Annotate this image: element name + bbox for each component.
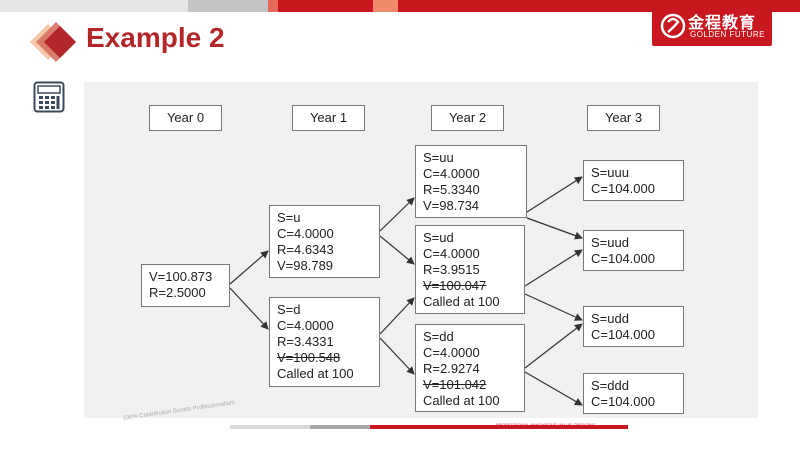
edge-d-dd [379, 337, 415, 375]
year-header-1: Year 1 [292, 105, 365, 131]
node-d: S=d C=4.0000 R=3.4331 V=100.548 Called a… [269, 297, 380, 387]
node-u: S=u C=4.0000 R=4.6343 V=98.789 [269, 205, 380, 278]
logo-emblem-icon [660, 13, 686, 39]
edge-dd-udd [524, 323, 583, 369]
node-state: S=uuu [591, 165, 629, 180]
year-header-2: Year 2 [431, 105, 504, 131]
node-root: V=100.873 R=2.5000 [141, 264, 230, 307]
edge-d-ud [379, 297, 415, 335]
footer-bar-red [370, 425, 628, 429]
node-state: S=uu [423, 150, 454, 165]
edge-ud-uud [524, 249, 583, 287]
node-uud: S=uud C=104.000 [583, 230, 684, 271]
node-state: S=ud [423, 230, 454, 245]
node-uu: S=uu C=4.0000 R=5.3340 V=98.734 [415, 145, 527, 218]
node-coupon: C=4.0000 [423, 166, 480, 181]
year-header-3: Year 3 [587, 105, 660, 131]
edge-root-d [229, 287, 269, 330]
title-diamond-icon [30, 22, 76, 62]
edge-dd-ddd [524, 371, 583, 406]
node-coupon: C=4.0000 [277, 318, 334, 333]
node-uuu: S=uuu C=104.000 [583, 160, 684, 201]
node-value: V=98.789 [277, 258, 334, 273]
node-state: S=udd [591, 311, 629, 326]
footer-tagline: PROFESSIONAL·INNOVATIVE·VALUE CREATING [496, 422, 596, 427]
node-coupon: C=4.0000 [277, 226, 334, 241]
node-state: S=ddd [591, 378, 629, 393]
edge-uu-uuu [526, 176, 583, 213]
page-title: Example 2 [86, 22, 225, 53]
calculator-icon [33, 81, 65, 113]
node-coupon: C=4.0000 [423, 345, 480, 360]
node-rate: R=3.9515 [423, 262, 480, 277]
logo-chinese-text: 金程教育 [688, 15, 757, 32]
logo-english-text: GOLDEN FUTURE [690, 30, 765, 39]
node-coupon: C=104.000 [591, 251, 655, 266]
edge-ud-udd [524, 293, 583, 321]
edge-u-ud [379, 235, 415, 265]
node-state: S=d [277, 302, 301, 317]
node-ud: S=ud C=4.0000 R=3.9515 V=100.047 Called … [415, 225, 525, 314]
node-rate: R=2.9274 [423, 361, 480, 376]
node-coupon: C=104.000 [591, 327, 655, 342]
node-value: V=98.734 [423, 198, 480, 213]
node-state: S=uud [591, 235, 629, 250]
footer-bar-darkgray [310, 425, 370, 429]
node-call-note: Called at 100 [277, 366, 354, 381]
node-value-struck: V=101.042 [423, 377, 487, 392]
edge-root-u [229, 250, 269, 285]
node-value-struck: V=100.548 [277, 350, 341, 365]
node-dd: S=dd C=4.0000 R=2.9274 V=101.042 Called … [415, 324, 525, 412]
node-coupon: C=4.0000 [423, 246, 480, 261]
edge-uu-uud [526, 217, 583, 240]
node-rate: R=5.3340 [423, 182, 480, 197]
node-state: S=dd [423, 329, 454, 344]
footer-bar-gray [230, 425, 310, 429]
node-coupon: C=104.000 [591, 181, 655, 196]
node-udd: S=udd C=104.000 [583, 306, 684, 347]
node-call-note: Called at 100 [423, 294, 500, 309]
node-value-struck: V=100.047 [423, 278, 487, 293]
node-coupon: C=104.000 [591, 394, 655, 409]
node-value: V=100.873 [149, 269, 213, 284]
year-header-0: Year 0 [149, 105, 222, 131]
node-rate: R=2.5000 [149, 285, 206, 300]
brand-logo: 金程教育 GOLDEN FUTURE [652, 6, 772, 46]
edge-u-uu [379, 197, 415, 232]
node-rate: R=3.4331 [277, 334, 334, 349]
node-rate: R=4.6343 [277, 242, 334, 257]
node-ddd: S=ddd C=104.000 [583, 373, 684, 414]
node-call-note: Called at 100 [423, 393, 500, 408]
node-state: S=u [277, 210, 301, 225]
